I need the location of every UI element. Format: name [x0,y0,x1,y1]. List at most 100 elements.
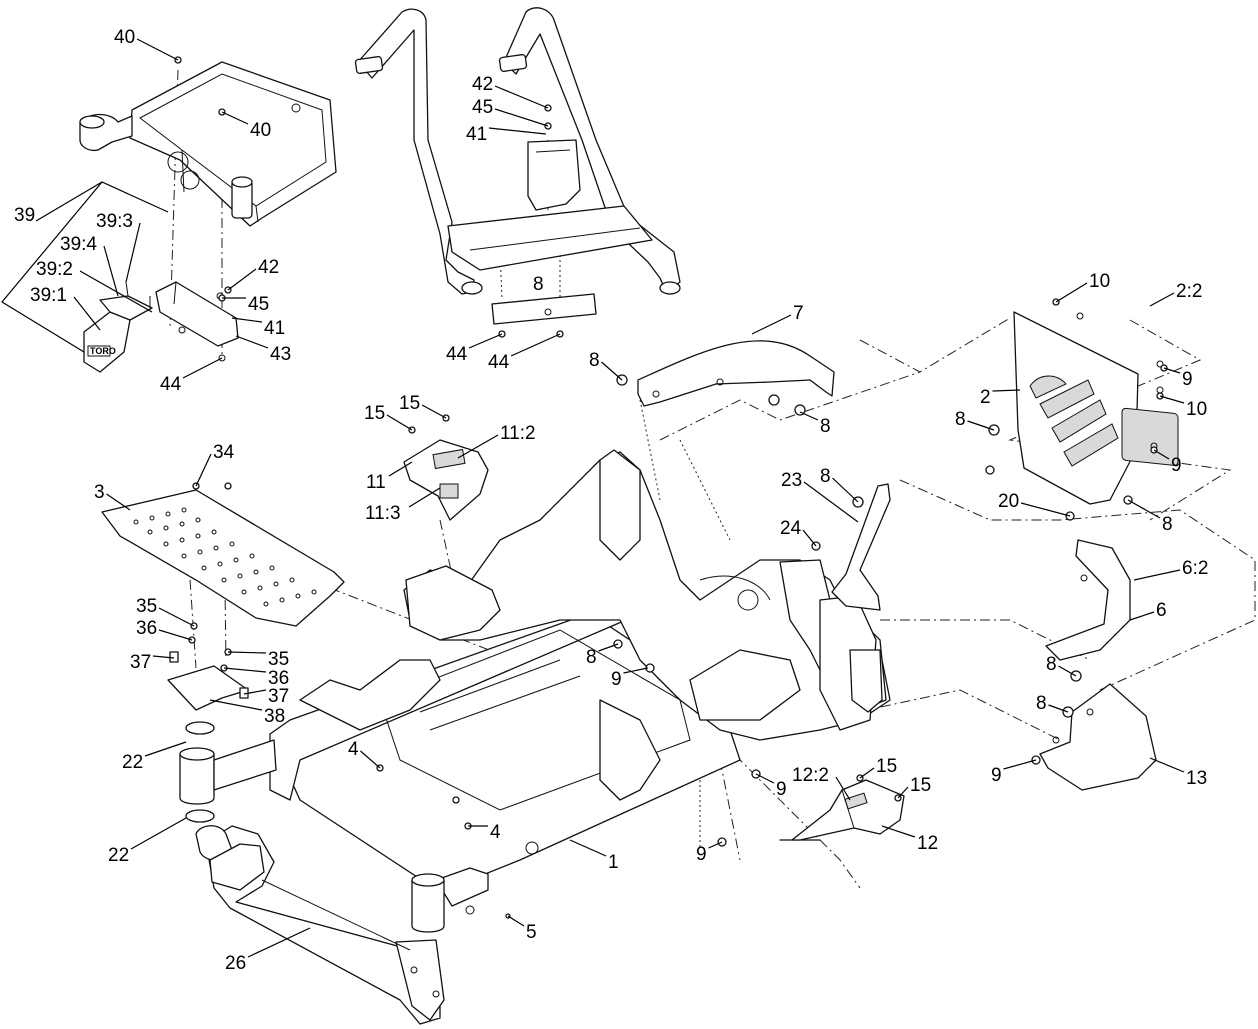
callout-c-10b: 10 [1159,395,1207,420]
leader-line [195,453,212,487]
callout-number: 39:4 [60,234,97,255]
leader-line [182,357,223,379]
leader-line [152,655,175,659]
leader-line [468,333,503,349]
callout-c-44b: 44 [446,333,503,365]
leader-line [494,85,549,109]
callout-number: 43 [270,344,291,365]
callout-c-12-2: 12:2 [792,765,851,801]
callout-number: 39:2 [36,259,73,280]
callout-c-41b: 41 [466,124,547,145]
seat-mount-pan [79,61,337,227]
callout-c-8d: 8 [955,409,995,431]
leader-line [507,915,525,927]
callout-c-12: 12 [881,825,938,854]
callout-c-15b: 15 [364,403,413,431]
callout-number: 44 [160,374,182,395]
callout-number: 26 [225,953,246,974]
callout-number: 15 [876,756,897,777]
callout-c-11: 11 [366,461,413,493]
callout-c-39-4: 39:4 [60,234,119,297]
leader-line [247,927,311,958]
hardware-fasteners [169,56,1168,919]
callout-number: 37 [268,686,289,707]
callout-number: 15 [364,403,385,424]
leader-line [1153,449,1170,460]
callout-c-9b: 9 [1153,449,1182,476]
callout-number: 2 [980,387,991,408]
lower-guard-6 [1045,539,1131,661]
fender-cover-7 [637,340,835,407]
control-plate-12 [791,779,905,841]
callout-c-44c: 44 [488,333,561,373]
callout-number: 11 [366,472,386,493]
callout-number: 5 [526,922,537,943]
leader-line [708,841,723,849]
leader-line [803,481,859,523]
callout-c-36a: 36 [136,618,193,641]
callout-c-5: 5 [507,915,537,943]
callout-c-37b: 37 [243,686,289,707]
callout-number: 9 [991,765,1002,786]
callout-c-39-2: 39:2 [36,259,153,313]
main-frame-1 [269,449,891,915]
callout-c-15a: 15 [399,393,447,419]
leader-line [125,222,141,283]
leader-line [1133,569,1181,581]
callout-number: 8 [955,409,966,430]
callout-c-40a: 40 [114,27,179,61]
callout-c-45a: 45 [222,294,269,315]
callout-c-8c: 8 [799,411,831,437]
leader-line [158,607,195,627]
callout-c-10a: 10 [1055,271,1110,303]
callout-number: 12:2 [792,765,829,786]
callout-number: 8 [1162,514,1173,535]
callout-number: 8 [589,350,600,371]
leader-line [494,108,549,127]
leader-line [360,750,381,769]
leader-line [408,487,441,508]
callout-c-45b: 45 [472,97,549,127]
callout-c-7: 7 [751,303,804,335]
callout-c-39-3: 39:3 [96,211,141,283]
leader-line [227,268,257,291]
leader-line [967,420,995,431]
callout-number: 11:2 [500,423,536,444]
leader-line [158,629,193,641]
callout-c-15c: 15 [859,756,897,779]
leader-line [1055,282,1088,303]
leader-line [1149,757,1185,773]
callout-c-4b: 4 [468,822,501,843]
callout-c-35b: 35 [227,649,289,670]
callout-c-42b: 42 [472,74,549,109]
leader-line [881,825,916,838]
callout-number: 9 [776,779,787,800]
leader-line [130,817,187,850]
callout-c-6-2: 6:2 [1133,558,1208,581]
leader-line [488,127,547,135]
callout-number: 15 [399,393,420,414]
callout-number: 8 [586,647,597,668]
callout-c-23: 23 [781,470,859,523]
callout-number: 4 [348,739,359,760]
leader-line [1163,367,1181,374]
callout-c-11-3: 11:3 [365,487,441,524]
bracket-23 [831,483,891,611]
leader-line [209,699,263,711]
callout-number: 35 [136,596,157,617]
leader-line [73,296,101,331]
callout-number: 9 [696,844,707,865]
callout-number: 8 [820,416,831,437]
callout-c-22a: 22 [122,741,187,773]
leader-line [569,839,607,857]
callout-number: 7 [793,303,804,324]
callout-number: 12 [917,833,938,854]
callout-number: 1 [608,852,619,873]
panel-11 [403,439,489,521]
leader-line [386,414,413,431]
callout-number: 34 [213,442,235,463]
callout-c-8f: 8 [1127,499,1173,535]
callout-number: 8 [1046,654,1057,675]
leader-line [601,361,623,381]
callout-number: 37 [130,652,151,673]
